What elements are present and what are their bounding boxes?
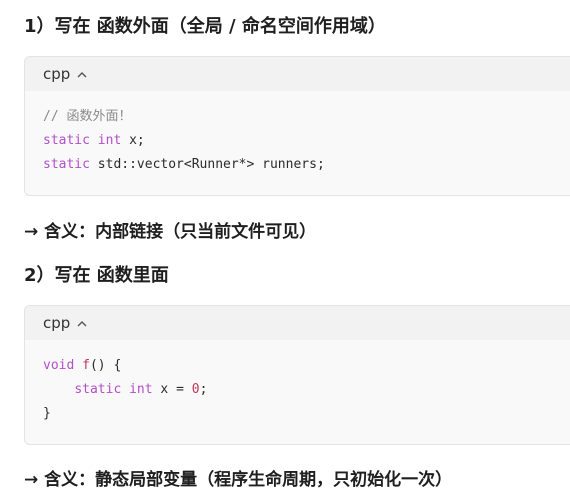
code-block-2: cpp void f() { static int x = 0;}: [24, 305, 570, 445]
code-line: // 函数外面！: [43, 105, 567, 129]
code-line: static int x;: [43, 129, 567, 153]
code-block-2-header[interactable]: cpp: [25, 306, 570, 340]
code-token-plain: }: [43, 406, 51, 421]
code-token-keyword: int: [97, 133, 122, 148]
code-token-fn: f: [82, 358, 90, 373]
code-token-keyword: int: [129, 382, 153, 397]
code-token-plain: std::vector<Runner*> runners;: [89, 157, 325, 172]
chevron-up-icon[interactable]: [76, 67, 88, 79]
code-token-plain: [74, 358, 82, 373]
section-1-note: → 含义：内部链接（只当前文件可见）: [24, 222, 317, 242]
code-block-1-header[interactable]: cpp: [25, 57, 570, 91]
code-language-label: cpp: [43, 65, 71, 83]
code-block-1-body: // 函数外面！static int x;static std::vector<…: [25, 91, 570, 189]
code-line: void f() {: [43, 354, 567, 378]
code-token-keyword: void: [43, 358, 75, 373]
code-token-plain: x =: [152, 382, 192, 397]
code-line: static int x = 0;: [43, 378, 567, 402]
code-token-plain: () {: [89, 358, 122, 373]
code-token-plain: [121, 382, 129, 397]
code-token-keyword: static: [43, 157, 90, 172]
code-line: static std::vector<Runner*> runners;: [43, 153, 567, 177]
code-token-plain: ;: [199, 382, 208, 397]
code-token-number: 0: [191, 382, 200, 397]
section-2-heading: 2）写在 函数里面: [24, 265, 169, 286]
code-token-keyword: static: [43, 133, 90, 148]
code-token-keyword: static: [74, 382, 122, 397]
code-language-label: cpp: [43, 314, 71, 332]
section-1-heading: 1）写在 函数外面（全局 / 命名空间作用域）: [24, 16, 386, 37]
chevron-up-icon[interactable]: [76, 316, 88, 328]
code-line: }: [43, 402, 567, 426]
code-token-plain: [43, 382, 74, 397]
code-block-1: cpp // 函数外面！static int x;static std::vec…: [24, 56, 570, 196]
code-block-2-body: void f() { static int x = 0;}: [25, 340, 570, 438]
code-token-comment: // 函数外面！: [43, 109, 132, 124]
code-token-plain: x;: [121, 133, 145, 148]
code-token-plain: [90, 133, 98, 148]
section-2-note: → 含义：静态局部变量（程序生命周期，只初始化一次）: [24, 470, 453, 490]
